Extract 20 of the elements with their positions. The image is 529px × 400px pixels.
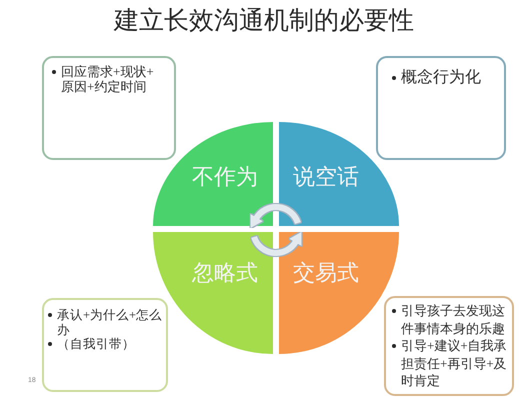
segment-label: 忽略式 <box>192 260 258 286</box>
note-card <box>384 296 514 396</box>
segment-label: 说空话 <box>293 164 359 190</box>
note-card <box>42 298 168 392</box>
bullet-text: （自我引带） <box>57 337 136 352</box>
segment-label: 交易式 <box>293 260 359 286</box>
title: 建立长效沟通机制的必要性 <box>114 6 414 36</box>
bullet-text: 概念行为化 <box>401 68 482 88</box>
curved-arrow <box>251 232 302 256</box>
bullet-text: 引导+建议+自我承担责任+再引导+及时肯定 <box>401 337 508 390</box>
pie-segment <box>153 122 273 226</box>
pie-segment <box>279 122 399 226</box>
bullet-text: 回应需求+现状+原因+约定时间 <box>61 64 155 94</box>
curved-arrow <box>250 204 301 228</box>
segment-label: 不作为 <box>192 164 258 190</box>
note-card <box>376 56 506 160</box>
bullet-text: 承认+为什么+怎么办 <box>57 308 164 337</box>
pie-segment <box>279 232 399 354</box>
note-card <box>42 56 176 160</box>
bullet-text: 引导孩子去发现这件事情本身的乐趣 <box>401 302 506 337</box>
